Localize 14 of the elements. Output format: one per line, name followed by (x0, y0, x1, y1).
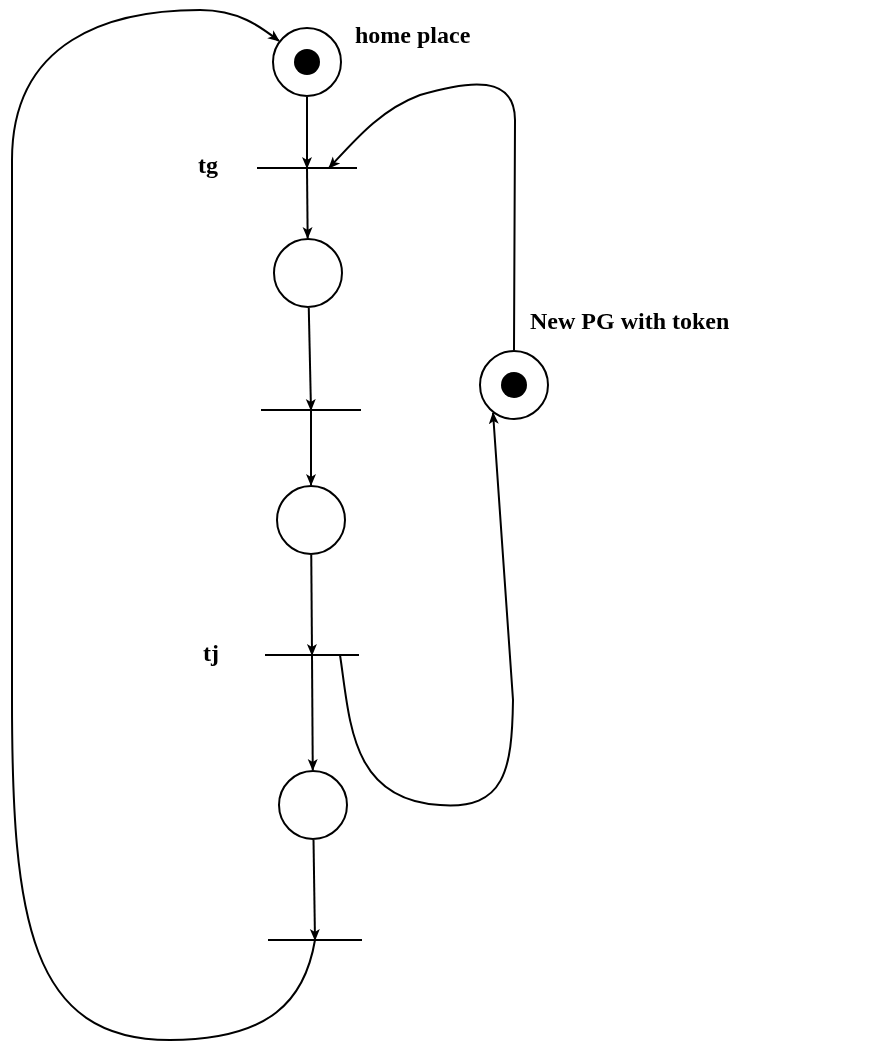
arrow (339, 412, 514, 807)
transition-label: tj (203, 640, 219, 667)
place-label: home place (355, 22, 471, 49)
arrow (309, 839, 320, 941)
place-label: New PG with token (530, 308, 730, 335)
arrow (328, 83, 516, 351)
arrow (302, 167, 313, 239)
arrow (306, 409, 316, 486)
transition-label: tg (198, 152, 218, 179)
arrow (306, 554, 317, 656)
arrow (307, 654, 318, 771)
arrow (305, 307, 316, 411)
arrow (11, 9, 316, 1041)
arrow (302, 96, 312, 169)
